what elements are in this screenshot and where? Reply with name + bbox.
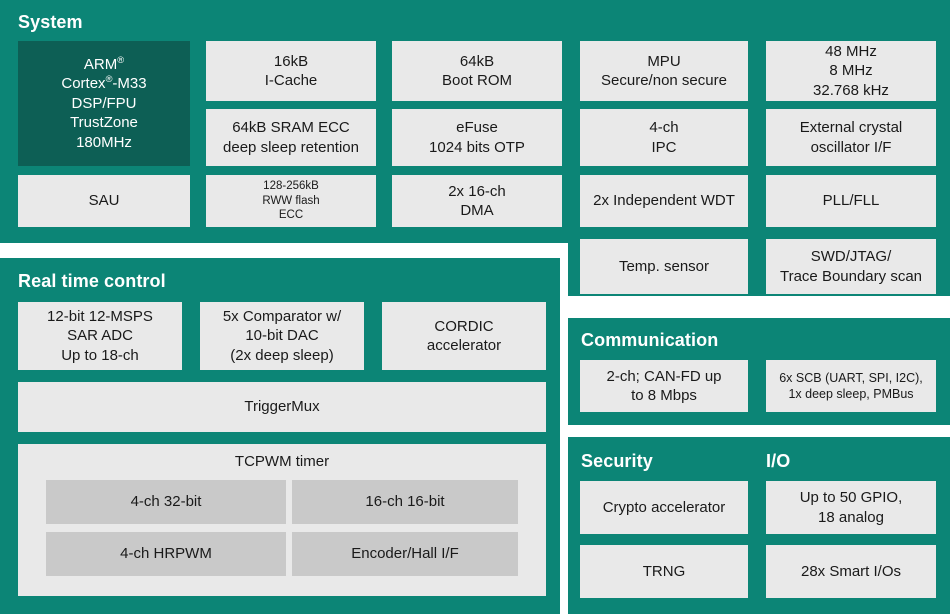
panel-system-title: System xyxy=(18,12,83,32)
block-tcpwm-timer-label: TCPWM timer xyxy=(234,453,330,470)
block-smart-io[interactable]: 28x Smart I/Os xyxy=(766,545,936,598)
block-tcpwm-4ch-32bit[interactable]: 4-ch 32-bit xyxy=(46,480,286,524)
block-tcpwm-encoder-hall[interactable]: Encoder/Hall I/F xyxy=(292,532,518,576)
panel-communication-title: Communication xyxy=(581,330,719,350)
block-sau[interactable]: SAU xyxy=(18,175,190,227)
block-tcpwm-timer-group[interactable]: TCPWM timer 4-ch 32-bit 16-ch 16-bit 4-c… xyxy=(18,444,546,596)
panel-io-title: I/O xyxy=(766,451,791,471)
block-swd-jtag[interactable]: SWD/JTAG/Trace Boundary scan xyxy=(766,239,936,294)
block-crypto-accelerator[interactable]: Crypto accelerator xyxy=(580,481,748,534)
block-comparator-dac[interactable]: 5x Comparator w/10-bit DAC(2x deep sleep… xyxy=(200,302,364,370)
block-tcpwm-16ch-16bit[interactable]: 16-ch 16-bit xyxy=(292,480,518,524)
panel-security-title: Security xyxy=(581,451,653,471)
block-watchdog[interactable]: 2x Independent WDT xyxy=(580,175,748,227)
block-temp-sensor[interactable]: Temp. sensor xyxy=(580,239,748,294)
block-pll-fll[interactable]: PLL/FLL xyxy=(766,175,936,227)
block-trng[interactable]: TRNG xyxy=(580,545,748,598)
block-gpio[interactable]: Up to 50 GPIO,18 analog xyxy=(766,481,936,534)
panel-real-time-control-title: Real time control xyxy=(18,271,166,291)
block-triggermux[interactable]: TriggerMux xyxy=(18,382,546,432)
block-scb[interactable]: 6x SCB (UART, SPI, I2C),1x deep sleep, P… xyxy=(766,360,936,412)
block-tcpwm-4ch-hrpwm[interactable]: 4-ch HRPWM xyxy=(46,532,286,576)
